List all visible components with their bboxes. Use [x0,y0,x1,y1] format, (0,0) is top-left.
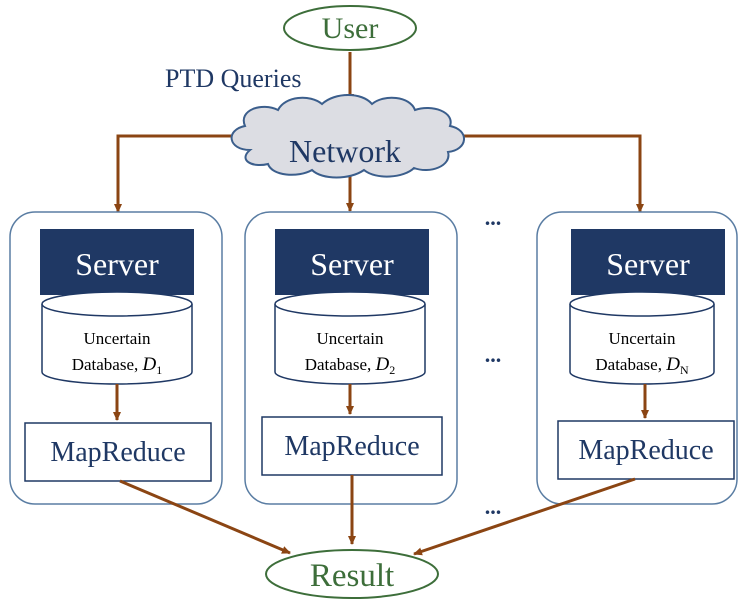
arrow-to-server-n [462,134,644,213]
network-label: Network [289,133,401,169]
server-label: Server [606,246,690,282]
db-line2: Database, D2 [305,354,396,377]
db-line1: Uncertain [316,329,384,348]
network-distribution-arrows [114,134,644,213]
mapreduce-box [557,420,735,480]
mapreduce-label: MapReduce [50,437,185,468]
node-panel-n: Server Uncertain Database, DN MapReduce [536,211,738,505]
db-line1: Uncertain [608,329,676,348]
user-label: User [322,12,379,45]
network-cloud: Network [230,94,465,179]
database-cylinder-icon [41,291,193,385]
db-line2: Database, DN [595,354,689,377]
database-cylinder-icon [274,291,426,385]
server-label: Server [75,246,159,282]
ellipsis-middle: ... [485,342,502,367]
db-line2: Database, D1 [72,354,163,377]
server-box [40,229,194,295]
ellipsis-bottom: ... [485,494,502,519]
result-arrows [119,475,636,556]
node-panel-2: Server Uncertain Database, D2 MapReduce [244,211,458,505]
mapreduce-box [24,422,212,482]
query-label: PTD Queries [165,64,301,93]
server-label: Server [310,246,394,282]
node-panel-1: Server Uncertain Database, D1 MapReduce [9,211,223,505]
arrow-mapreduce-n-to-result [413,477,636,556]
result-node: Result [265,549,439,599]
mapreduce-label: MapReduce [578,435,713,466]
mapreduce-label: MapReduce [284,431,419,462]
arrow-to-server-1 [114,134,255,213]
server-box [275,229,429,295]
server-box [571,229,725,295]
arrow-mapreduce-1-to-result [119,479,291,555]
ellipsis-top: ... [485,205,502,230]
db-line1: Uncertain [83,329,151,348]
database-cylinder-icon [569,291,715,385]
user-node: User [283,5,417,51]
result-label: Result [310,558,394,594]
